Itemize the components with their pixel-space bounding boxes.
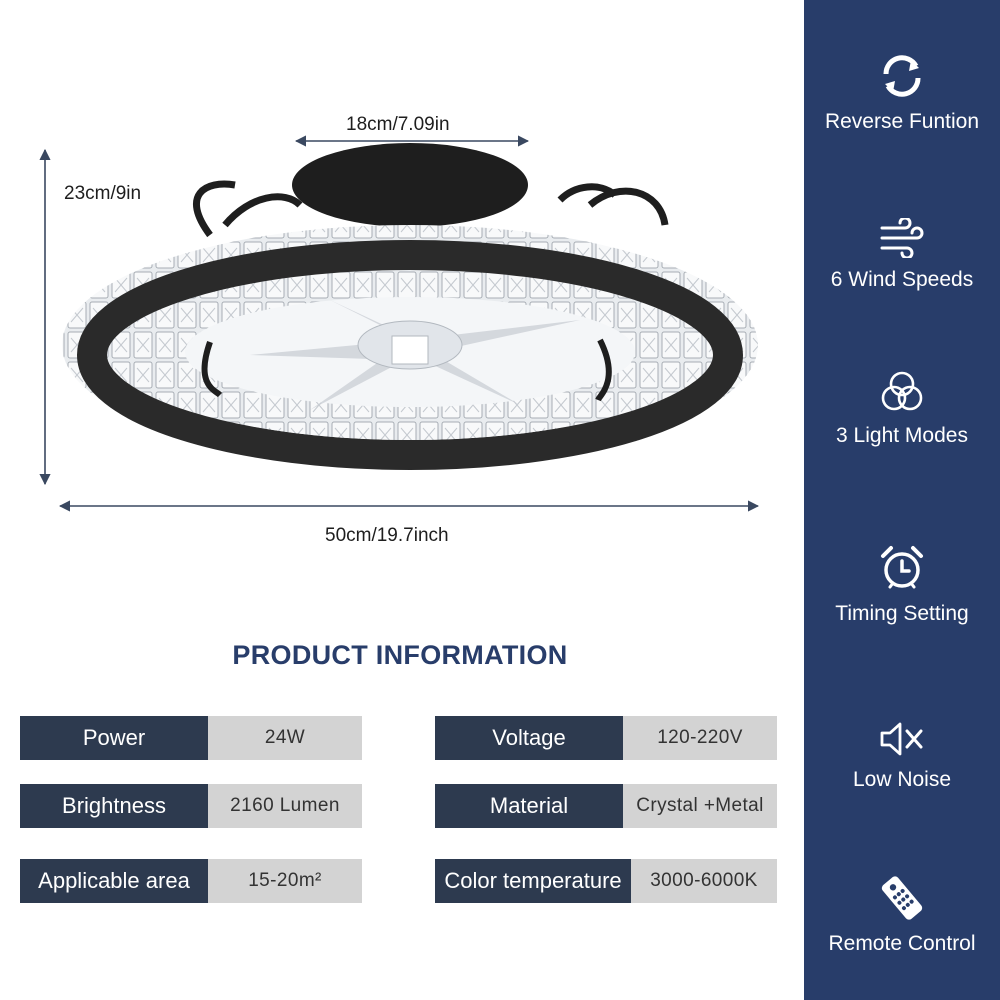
feature-reverse: Reverse Funtion [804, 52, 1000, 134]
product-illustration [39, 135, 760, 512]
product-information-title: PRODUCT INFORMATION [232, 640, 568, 670]
spec-label-power: Power [20, 716, 208, 760]
feature-label-wind-speeds: 6 Wind Speeds [830, 268, 974, 291]
alarm-clock-icon [881, 546, 923, 589]
spec-value-voltage: 120-220V [623, 716, 777, 760]
feature-wind-speeds: 6 Wind Speeds [804, 218, 1000, 292]
light-modes-icon [881, 371, 923, 411]
spec-label-voltage: Voltage [435, 716, 623, 760]
feature-low-noise: Low Noise [804, 720, 1000, 792]
mute-speaker-icon [880, 722, 923, 756]
dimension-diameter: 50cm/19.7inch [325, 525, 449, 546]
ceiling-fan-lamp [62, 143, 758, 470]
feature-label-light-modes: 3 Light Modes [836, 424, 968, 447]
feature-remote-control: Remote Control [804, 872, 1000, 956]
spec-value-brightness: 2160 Lumen [208, 784, 362, 828]
spec-label-material: Material [435, 784, 623, 828]
spec-label-brightness: Brightness [20, 784, 208, 828]
spec-label-applicable-area: Applicable area [20, 859, 208, 903]
dimension-height: 23cm/9in [64, 183, 142, 204]
feature-label-timing: Timing Setting [835, 602, 969, 625]
reverse-icon [883, 55, 921, 97]
wind-icon [880, 218, 924, 258]
spec-label-color-temperature: Color temperature [435, 859, 631, 903]
spec-value-power: 24W [208, 716, 362, 760]
feature-timing: Timing Setting [804, 544, 1000, 626]
spec-value-material: Crystal +Metal [623, 784, 777, 828]
feature-label-low-noise: Low Noise [852, 768, 952, 791]
spec-value-color-temperature: 3000-6000K [631, 859, 777, 903]
feature-light-modes: 3 Light Modes [804, 370, 1000, 448]
spec-value-applicable-area: 15-20m² [208, 859, 362, 903]
feature-sidebar: Reverse Funtion 6 Wind Speeds 3 Light Mo… [804, 0, 1000, 1000]
feature-label-reverse: Reverse Funtion [824, 110, 980, 133]
remote-control-icon [881, 876, 923, 920]
feature-label-remote-control: Remote Control [828, 932, 976, 955]
dimension-top-width: 18cm/7.09in [346, 114, 450, 135]
